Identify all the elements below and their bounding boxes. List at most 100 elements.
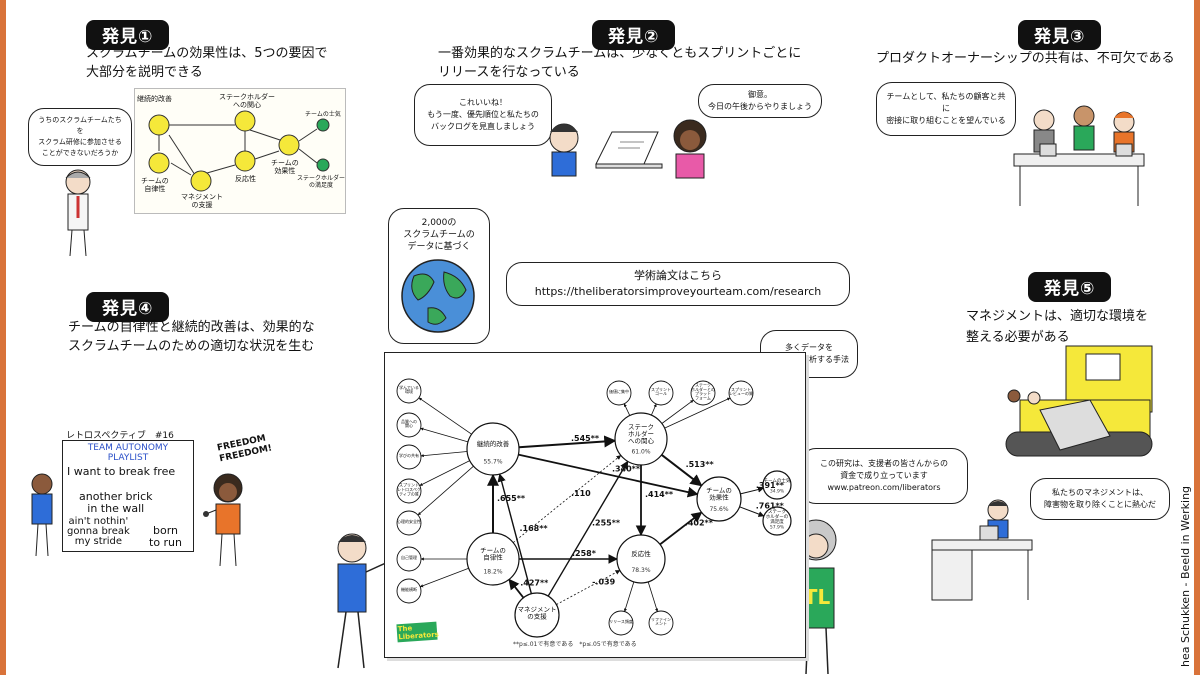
mini-label-satisfaction: ステークホルダー の満足度 — [297, 175, 346, 189]
finding1-speech-bubble: うちのスクラムチームたちを スクラム研修に参加させる ことができないだろうか — [28, 108, 132, 166]
mini-label-effectiveness: チームの 効果性 — [271, 159, 299, 175]
path-effectiveness-satisfaction — [739, 506, 765, 517]
playlist-title: TEAM AUTONOMY PLAYLIST — [87, 443, 169, 463]
coef-management-improve: .168** — [520, 524, 549, 533]
finding4-text: チームの自律性と継続的改善は、効果的な スクラムチームのための適切な状況を生む — [68, 320, 315, 354]
top-item-label-1: スプリントゴール — [651, 386, 671, 396]
finding3-team-at-table — [1013, 105, 1145, 206]
finding1-text: スクラムチームの効果性は、5つの要因で 大部分を説明できる — [86, 46, 328, 80]
paper-bubble: 学術論文はこちら https://theliberatorsimproveyou… — [506, 262, 850, 306]
left-item-label-3: スプリントレトロスペクティブの質 — [397, 482, 421, 497]
finding1-badge: 発見① — [86, 20, 170, 50]
bottom-item-1 — [648, 610, 674, 636]
mini-node-satisfaction — [316, 158, 330, 172]
right-frame-border — [1194, 0, 1200, 675]
song-4: born to run — [149, 524, 183, 549]
finding1-model-card: 継続的改善 ステークホルダー への関心 チームの 自律性 マネジメント の支援 … — [134, 88, 346, 214]
node-autonomy — [466, 532, 520, 586]
path-management-autonomy — [508, 578, 525, 599]
finding3-badge: 発見③ — [1018, 20, 1102, 50]
mini-node-stakeholder — [234, 110, 256, 132]
node-morale — [762, 470, 792, 500]
left-auto-link-1 — [419, 567, 469, 588]
finding2-characters — [549, 119, 707, 179]
path-autonomy-stakeholder — [512, 455, 622, 543]
liberators-logo: The Liberators — [396, 621, 439, 643]
finding5-text: マネジメントは、適切な環境を 整える必要がある — [966, 309, 1149, 345]
manager-at-desk — [931, 499, 1033, 601]
node-label-morale: チームの士気 — [764, 477, 791, 484]
left-link-4 — [417, 465, 474, 516]
manager-figure — [65, 169, 91, 257]
node-pct-improve: 55.7% — [483, 458, 502, 465]
top-item-label-2: ステークホルダーとのプラットフォーム — [691, 381, 715, 400]
top-item-3 — [728, 380, 754, 406]
top-item-0 — [606, 380, 632, 406]
path-management-stakeholder — [547, 460, 629, 597]
left-link-2 — [420, 451, 468, 458]
left-auto-item-label-0: 自己管理 — [401, 554, 417, 560]
node-pct-satisfaction: 57.9% — [770, 525, 785, 531]
node-pct-response: 78.3% — [631, 567, 650, 574]
left-link-0 — [418, 397, 472, 435]
finding1-mini-diagram — [148, 110, 330, 192]
model-footnote: **p≤.01で有意である *p≤.05で有意である — [513, 641, 637, 648]
node-management — [514, 592, 560, 638]
left-item-label-0: 学んでいる環境 — [399, 384, 419, 394]
mini-label-management: マネジメント の支援 — [181, 193, 223, 209]
left-item-2 — [396, 444, 422, 470]
song-3: ain't nothin' gonna break my stride — [67, 516, 130, 547]
finding2-speech-bubble-right: 御意。 今日の午後からやりましょう — [698, 84, 822, 118]
node-label-improve: 継続的改善 — [477, 439, 510, 448]
left-item-label-2: 学びの共有 — [399, 452, 419, 458]
path-improve-effectiveness — [518, 453, 699, 498]
illustrator-credit: hea Schukken - Beeld in Werking — [1179, 485, 1192, 667]
node-pct-autonomy: 18.2% — [483, 568, 502, 575]
retro-title: レトロスペクティブ #16 — [66, 431, 174, 441]
top-item-label-3: スプリントレビューの質 — [729, 386, 753, 396]
path-improve-stakeholder — [518, 435, 617, 449]
coef-effectiveness-satisfaction: .761** — [756, 501, 785, 510]
path-stakeholder-effectiveness — [660, 454, 703, 487]
left-item-1 — [396, 412, 422, 438]
finding3-speech-bubble: チームとして、私たちの顧客と共に 密接に取り組むことを望んでいる — [876, 82, 1016, 136]
mini-node-improve — [148, 114, 170, 136]
coef-autonomy-improve: .655** — [497, 494, 526, 503]
top-item-label-0: 価値に集中 — [609, 388, 629, 394]
globe-icon — [401, 259, 475, 333]
mini-label-autonomy: チームの 自律性 — [141, 177, 169, 193]
mini-label-stakeholder: ステークホルダー への関心 — [219, 93, 275, 109]
mini-node-morale — [316, 118, 330, 132]
path-management-response — [556, 570, 621, 605]
left-link-3 — [419, 460, 470, 486]
coef-autonomy-stakeholder: .110 — [571, 489, 591, 498]
top-link-1 — [651, 403, 657, 416]
bottom-link-0 — [623, 581, 635, 612]
coef-response-effectiveness: .402** — [685, 518, 714, 527]
top-item-1 — [648, 380, 674, 406]
bottom-item-0 — [608, 610, 634, 636]
svg-text:TL: TL — [804, 585, 831, 609]
finding5-badge: 発見⑤ — [1028, 272, 1112, 302]
mini-node-response — [234, 150, 256, 172]
coef-management-response: -.039 — [592, 577, 615, 586]
node-label-management: マネジメントの支援 — [518, 605, 557, 620]
girl-figure — [31, 473, 53, 557]
node-pct-effectiveness: 75.6% — [709, 506, 728, 513]
finding2-text: 一番効果的なスクラムチームは、少なくともスプリントごとに リリースを行なっている — [438, 46, 802, 80]
top-link-2 — [661, 399, 694, 424]
coef-improve-effectiveness: .340** — [612, 464, 641, 473]
mini-label-improve: 継続的改善 — [137, 95, 172, 103]
coef-autonomy-response: .258* — [572, 549, 597, 558]
bulldozer-illustration — [1005, 345, 1153, 457]
bottom-item-label-0: リリース頻度 — [609, 618, 633, 624]
mini-node-autonomy — [148, 152, 170, 174]
node-stakeholder — [614, 412, 668, 466]
top-link-3 — [664, 397, 731, 429]
path-management-improve — [497, 473, 533, 594]
left-item-3 — [396, 478, 422, 504]
node-improve — [466, 422, 520, 476]
path-effectiveness-morale — [740, 486, 764, 495]
left-item-label-1: 品質への関心 — [401, 418, 417, 428]
left-auto-item-1 — [396, 578, 422, 604]
